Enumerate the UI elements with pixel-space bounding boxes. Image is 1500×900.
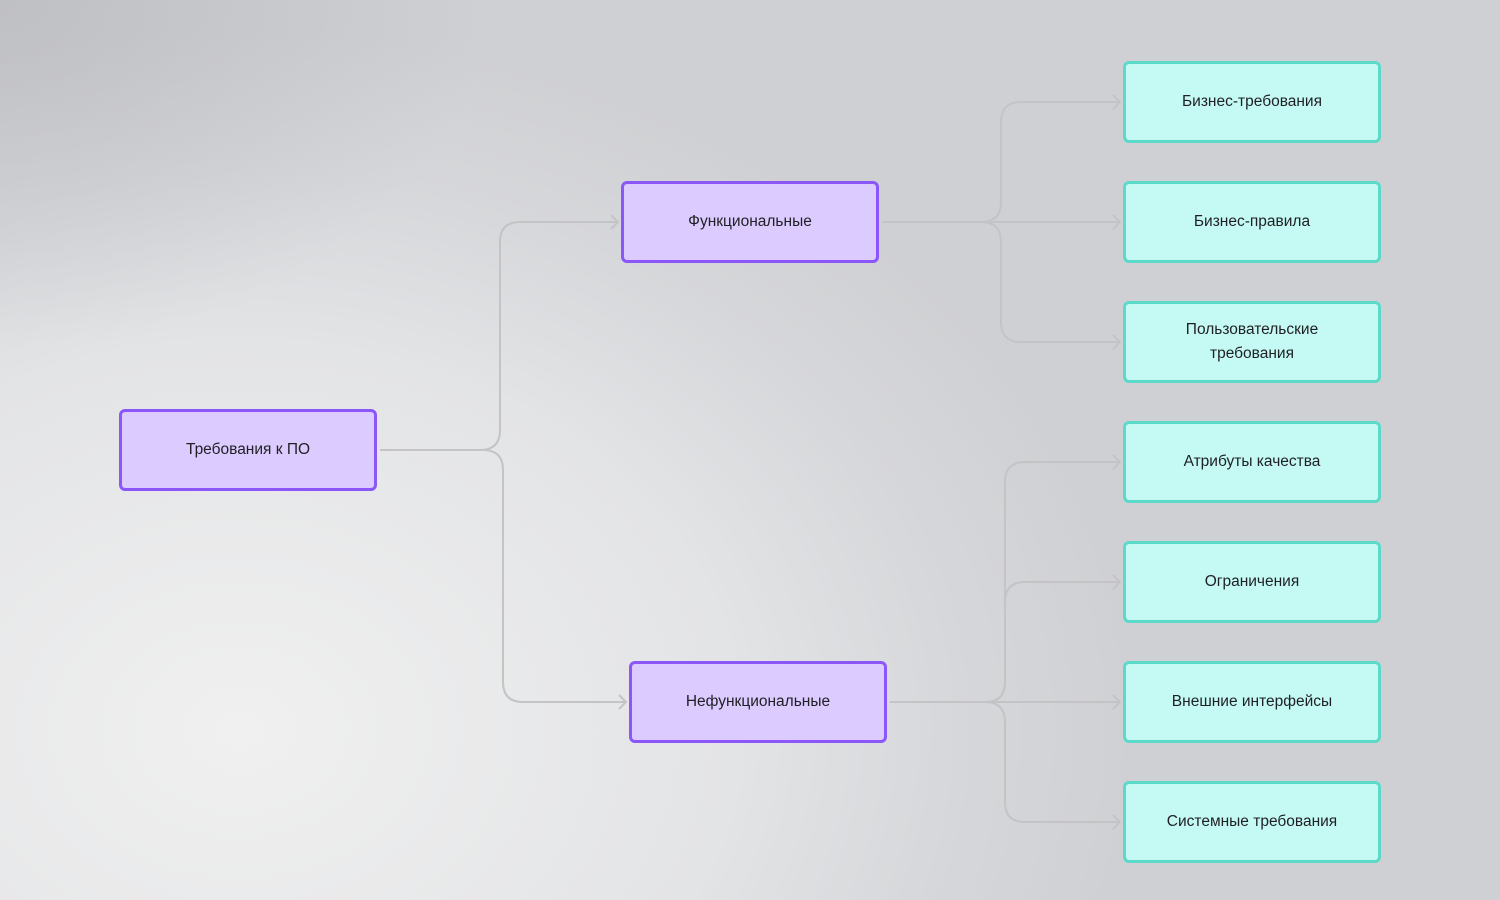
branch-label: Нефункциональные — [685, 693, 831, 710]
branch-node-nonfunctional[interactable]: Нефункциональные — [629, 661, 887, 743]
leaf-label: Бизнес-требования — [1182, 93, 1322, 110]
leaf-node[interactable]: Бизнес-правила — [1123, 181, 1381, 263]
arrowhead-icon — [1112, 814, 1122, 830]
leaf-node[interactable]: Ограничения — [1123, 541, 1381, 623]
arrowhead-icon — [1112, 574, 1122, 590]
arrowhead-icon — [1112, 214, 1122, 230]
leaf-node[interactable]: Системные требования — [1123, 781, 1381, 863]
connector-line — [380, 221, 618, 451]
branch-label: Функциональные — [688, 213, 812, 230]
leaf-node[interactable]: Бизнес-требования — [1123, 61, 1381, 143]
leaf-label: Атрибуты качества — [1183, 453, 1321, 470]
connector-line — [882, 101, 1120, 223]
connector-line — [380, 449, 626, 703]
arrowhead-icon — [1112, 94, 1122, 110]
arrowhead-icon — [618, 694, 628, 710]
connector-line — [882, 221, 1120, 343]
connector-line — [890, 701, 1120, 823]
branch-node-functional[interactable]: Функциональные — [621, 181, 879, 263]
leaf-node[interactable]: Пользовательские требования — [1123, 301, 1381, 383]
arrowhead-icon — [1112, 694, 1122, 710]
leaf-node[interactable]: Атрибуты качества — [1123, 421, 1381, 503]
arrowhead-icon — [1112, 334, 1122, 350]
leaf-label: Ограничения — [1204, 573, 1300, 590]
arrowhead-icon — [610, 214, 620, 230]
root-node[interactable]: Требования к ПО — [119, 409, 377, 491]
leaf-label: Пользовательские требования — [1185, 321, 1319, 362]
leaf-label: Системные требования — [1166, 813, 1338, 830]
leaf-label: Внешние интерфейсы — [1171, 693, 1333, 710]
connector-line — [890, 581, 1120, 703]
root-label: Требования к ПО — [185, 441, 311, 458]
leaf-node[interactable]: Внешние интерфейсы — [1123, 661, 1381, 743]
leaf-label: Бизнес-правила — [1193, 213, 1311, 230]
arrowhead-icon — [1112, 454, 1122, 470]
